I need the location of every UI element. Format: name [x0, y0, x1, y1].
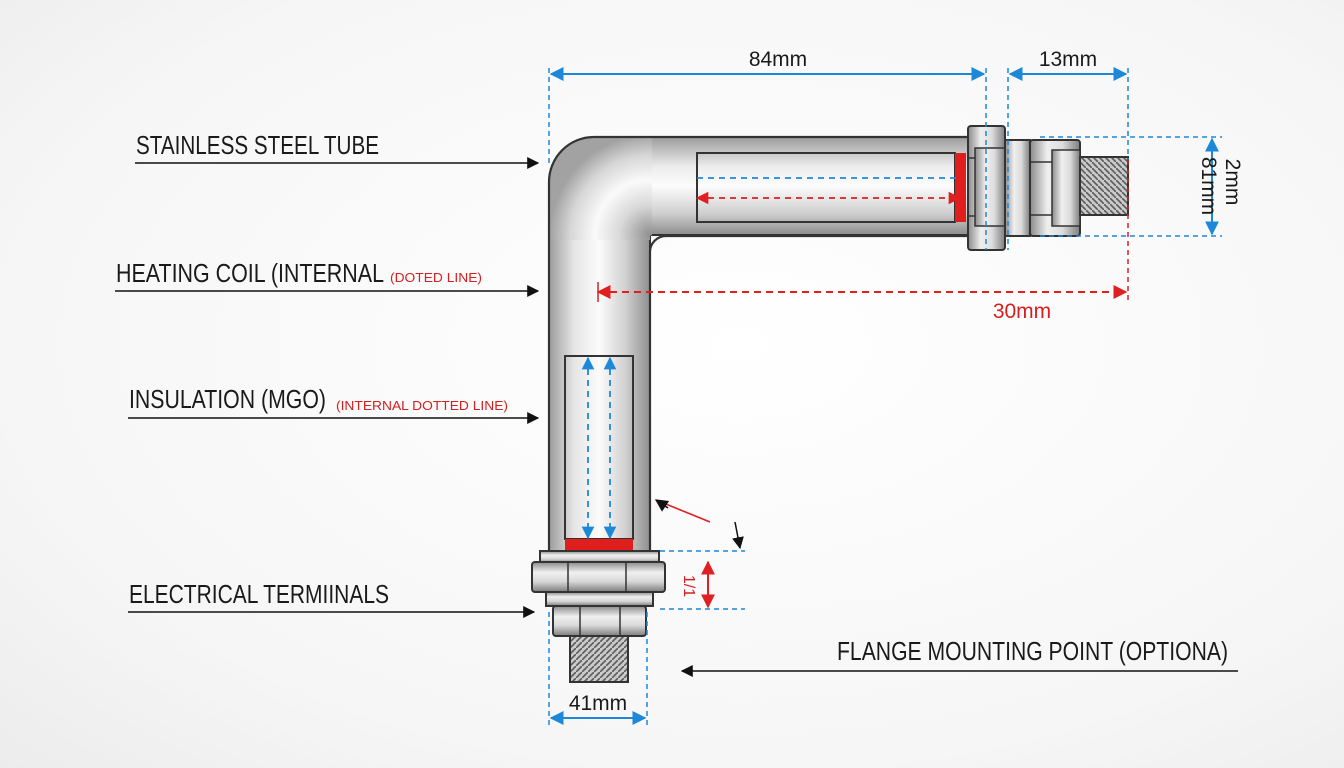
right-fitting	[967, 125, 1129, 251]
label-electrical-terminals: ELECTRICAL TERMIINALS	[129, 579, 389, 609]
label-flange-mounting-point: FLANGE MOUNTING POINT (OPTIONA)	[837, 636, 1228, 666]
leader-lines	[115, 157, 1238, 677]
label-heating-coil: HEATING COIL (INTERNAL	[116, 258, 384, 288]
label-stainless-steel-tube: STAINLESS STEEL TUBE	[136, 130, 379, 160]
label-insulation: INSULATION (MGO)	[129, 384, 326, 414]
dim-height-b-text: 2mm	[1221, 159, 1244, 206]
dim-30mm-text: 30mm	[993, 300, 1051, 323]
label-heating-coil-note: (DOTED LINE)	[390, 270, 482, 285]
dim-small-gap-text: 1/1	[680, 575, 697, 597]
dim-84mm-text: 84mm	[749, 48, 807, 71]
label-insulation-note: (INTERNAL DOTTED LINE)	[336, 398, 508, 413]
dim-height-a-text: 81mm	[1197, 157, 1220, 215]
dimension-lines	[548, 67, 1222, 726]
insulation-window-horizontal	[695, 152, 966, 223]
labels: STAINLESS STEEL TUBE HEATING COIL (INTER…	[116, 48, 1244, 715]
insulation-window-vertical	[564, 355, 634, 552]
bottom-fitting	[531, 550, 666, 683]
tube-body	[547, 135, 981, 556]
dim-13mm-text: 13mm	[1039, 48, 1097, 71]
dim-41mm-text: 41mm	[569, 692, 627, 715]
